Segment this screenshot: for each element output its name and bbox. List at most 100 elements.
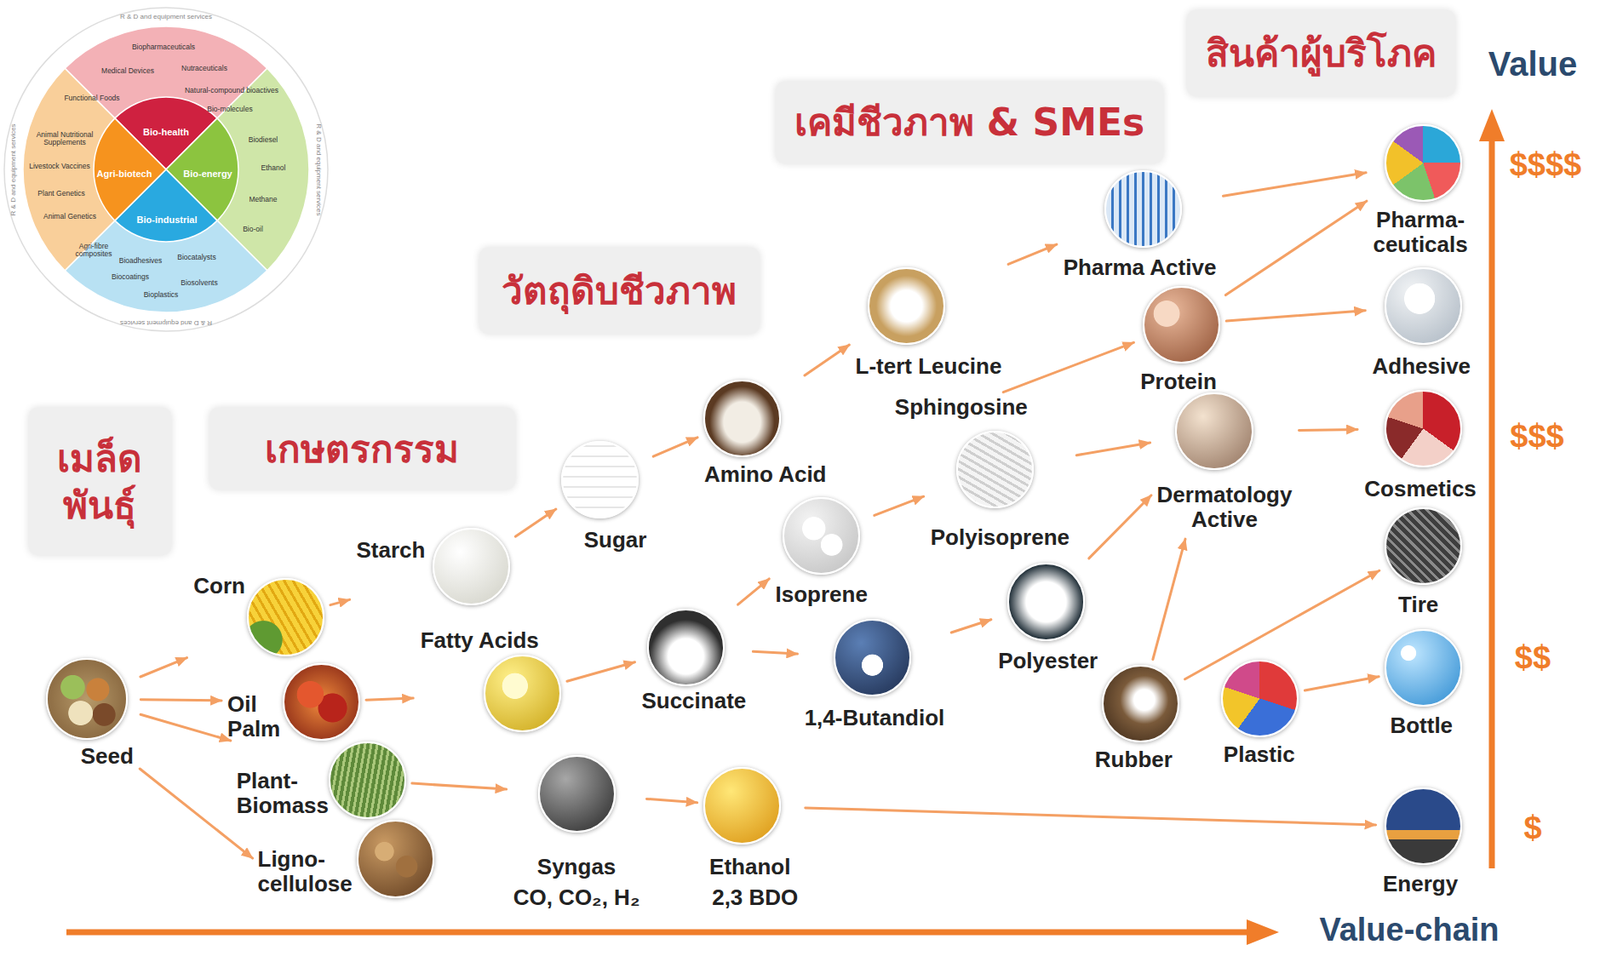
product-label: Pharma- ceuticals: [1371, 207, 1469, 258]
wheel-sector: Bio-industrial: [137, 214, 198, 225]
product-icon: [538, 755, 616, 833]
product-icon: [1384, 267, 1463, 345]
product-icon: [703, 379, 781, 458]
flow-arrow: [140, 699, 222, 701]
flow-arrow: [874, 496, 924, 516]
product-label: Tire: [1397, 592, 1440, 618]
product-node: Bottle: [1382, 627, 1464, 741]
wheel-sector: Agri-biotech: [97, 168, 153, 179]
product-node: Polyester: [995, 561, 1102, 676]
product-icon: [956, 430, 1034, 509]
product-icon: [432, 527, 511, 606]
product-node: Plant- Biomass: [235, 739, 408, 821]
wheel-item: Bio-molecules: [206, 105, 253, 114]
product-icon: [483, 654, 562, 733]
product-label: CO, CO₂, H₂: [512, 885, 642, 911]
product-icon: [703, 767, 781, 845]
product-label: 2,3 BDO: [711, 885, 800, 911]
product-icon: [647, 608, 725, 687]
product-label: Oil Palm: [227, 692, 283, 742]
product-node: Rubber: [1092, 663, 1182, 775]
product-icon: [246, 578, 325, 656]
category-box: เคมีชีวภาพ & SMEs: [775, 81, 1165, 164]
wheel-item: Animal Nutritional Supplements: [32, 131, 98, 148]
flow-arrow: [647, 798, 698, 803]
product-node: L-tert Leucine: [852, 265, 1004, 382]
flow-arrow: [752, 651, 798, 654]
wheel-item: Natural-compound bioactives: [184, 86, 279, 95]
wheel-item: Bioplastics: [143, 291, 179, 299]
wheel-ring-text: R & D and equipment services: [120, 318, 213, 327]
flow-arrow: [1223, 172, 1367, 196]
product-label: Syngas: [536, 854, 618, 880]
product-label: Dermatology Active: [1156, 482, 1294, 533]
wheel-item: Nutraceuticals: [181, 64, 228, 73]
product-label: Amino Acid: [703, 462, 828, 488]
category-box: เมล็ด พันธุ์: [28, 407, 173, 557]
flow-arrow: [805, 808, 1377, 826]
product-node: Succinate: [638, 607, 749, 717]
flow-arrow: [738, 579, 770, 605]
wheel-item: Animal Genetics: [43, 212, 97, 221]
value-chain-axis: [66, 929, 1252, 936]
flow-arrow: [139, 768, 253, 859]
category-title: เมล็ด พันธุ์: [57, 435, 143, 529]
wheel-item: Bioadhesives: [119, 257, 163, 265]
axis-title: Value: [1488, 45, 1578, 83]
flow-arrow: [567, 662, 636, 683]
wheel-item: Livestock Vaccines: [28, 162, 91, 171]
product-label: Plastic: [1222, 742, 1297, 768]
flow-arrow: [1225, 200, 1367, 295]
category-title: สินค้าผู้บริโภค: [1205, 29, 1437, 77]
flow-arrow: [1076, 442, 1150, 456]
flow-arrow: [366, 698, 413, 700]
product-icon: [1007, 562, 1085, 641]
product-node: Ligno- cellulose: [256, 818, 437, 900]
product-label: Cosmetics: [1363, 476, 1478, 502]
flow-arrow: [140, 714, 231, 741]
product-node: Adhesive: [1369, 265, 1474, 382]
flow-arrow: [1152, 539, 1186, 660]
product-icon: [1104, 170, 1182, 248]
axis-title: Value-chain: [1318, 912, 1499, 949]
wheel-item: Bio-oil: [242, 225, 264, 234]
category-title: วัตถุดิบชีวภาพ: [501, 267, 737, 315]
wheel-item: Biodiesel: [248, 136, 279, 144]
flow-arrow: [1226, 310, 1365, 322]
product-icon: [867, 267, 946, 345]
product-icon: [1384, 124, 1463, 202]
product-node: Ethanol 2,3 BDO: [701, 765, 802, 912]
flow-arrow: [1008, 244, 1057, 264]
product-icon: [356, 820, 435, 898]
product-icon: [1175, 392, 1253, 471]
product-icon: [833, 619, 912, 697]
value-level: $$$: [1509, 418, 1564, 455]
wheel-ring-text: R & D and equipment services: [315, 123, 323, 216]
product-node: Sugar: [559, 439, 650, 556]
value-axis-head: [1479, 108, 1505, 142]
product-icon: [561, 441, 639, 519]
flow-arrow: [1304, 676, 1379, 691]
category-title: เกษตรกรรม: [264, 425, 459, 473]
product-label: Starch: [355, 538, 426, 563]
category-box: เกษตรกรรม: [209, 407, 517, 490]
wheel-item: Biocoatings: [111, 273, 150, 282]
product-node: Energy: [1380, 785, 1465, 900]
product-node: Amino Acid: [701, 378, 830, 491]
product-label: Ethanol: [708, 854, 792, 880]
product-label: Pharma Active: [1062, 255, 1218, 281]
flow-arrow: [140, 658, 188, 677]
value-level: $$: [1514, 640, 1551, 677]
product-node: Polyisoprene: [927, 429, 1073, 553]
wheel-item: Ethanol: [261, 164, 287, 173]
product-node: Pharma Active: [1060, 168, 1220, 283]
product-node: Protein: [1137, 284, 1222, 398]
value-chain-axis-head: [1246, 919, 1279, 946]
category-box: วัตถุดิบชีวภาพ: [479, 247, 761, 335]
wheel-item: Agri-fibre composites: [71, 242, 116, 259]
flow-arrow: [1003, 342, 1134, 392]
product-node: SyngasCO, CO₂, H₂: [510, 753, 643, 913]
product-node: Sphingosine: [892, 393, 1031, 423]
wheel-ring-text: R & D and equipment services: [10, 123, 18, 216]
